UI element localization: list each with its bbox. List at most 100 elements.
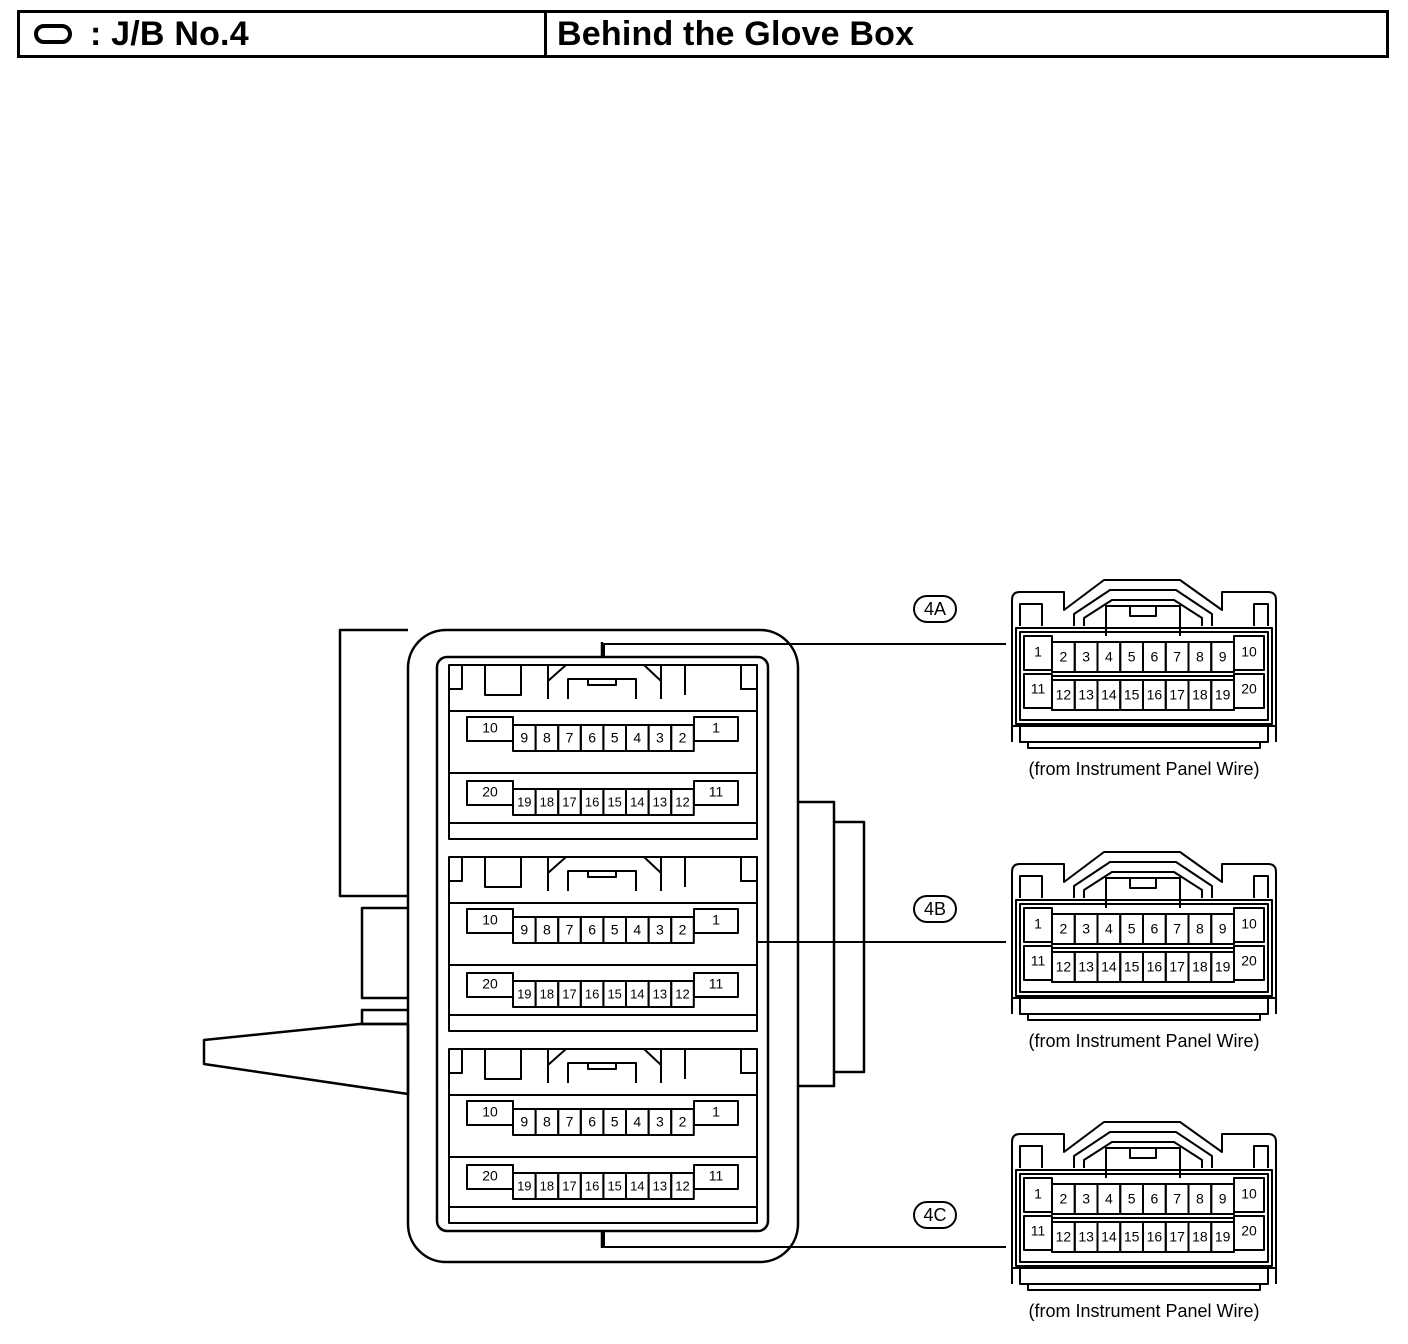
header-symbol-cell: : J/B No.4 bbox=[20, 13, 547, 55]
terminal-cell bbox=[693, 972, 739, 998]
terminal-number: 6 bbox=[588, 922, 596, 938]
terminal-number: 13 bbox=[1078, 959, 1094, 975]
terminal-number: 16 bbox=[1147, 687, 1163, 703]
terminal-number: 3 bbox=[1082, 1191, 1090, 1207]
terminal-number: 18 bbox=[540, 986, 554, 1001]
terminal-number: 14 bbox=[630, 1178, 644, 1193]
terminal-number: 2 bbox=[679, 730, 687, 746]
terminal-number: 11 bbox=[709, 784, 724, 800]
connector-face bbox=[1015, 1169, 1273, 1267]
terminal-number: 1 bbox=[712, 912, 720, 928]
terminal-cell bbox=[693, 716, 739, 742]
connector-caption: (from Instrument Panel Wire) bbox=[1028, 1031, 1259, 1051]
terminal-number: 14 bbox=[1101, 1229, 1117, 1245]
terminal-number: 9 bbox=[1219, 921, 1227, 937]
terminal-number: 2 bbox=[1060, 1191, 1068, 1207]
terminal-number: 8 bbox=[543, 1114, 551, 1130]
terminal-number: 17 bbox=[562, 794, 576, 809]
terminal-number: 7 bbox=[566, 1114, 574, 1130]
terminal-cell bbox=[1210, 1221, 1235, 1253]
connector-id-badge bbox=[913, 895, 957, 923]
terminal-number: 20 bbox=[1241, 1223, 1257, 1239]
terminal-number: 13 bbox=[653, 794, 667, 809]
terminal-number: 19 bbox=[1215, 959, 1231, 975]
terminal-number: 3 bbox=[656, 1114, 664, 1130]
terminal-cell bbox=[693, 1100, 739, 1126]
terminal-number: 14 bbox=[630, 794, 644, 809]
terminal-number: 9 bbox=[520, 1114, 528, 1130]
terminal-number: 19 bbox=[1215, 1229, 1231, 1245]
terminal-number: 4 bbox=[633, 730, 641, 746]
socket-latch bbox=[449, 664, 757, 699]
location-label: Behind the Glove Box bbox=[557, 14, 915, 53]
terminal-cell bbox=[1210, 1183, 1235, 1215]
header-location-cell: Behind the Glove Box bbox=[547, 13, 1386, 55]
terminal-cell bbox=[693, 1164, 739, 1190]
terminal-number: 20 bbox=[482, 1168, 498, 1184]
terminal-number: 8 bbox=[543, 730, 551, 746]
connector-housing bbox=[1011, 579, 1277, 742]
terminal-number: 19 bbox=[517, 986, 531, 1001]
terminal-number: 17 bbox=[562, 986, 576, 1001]
terminal-number: 1 bbox=[1034, 1186, 1042, 1202]
connector-latch bbox=[1019, 1131, 1269, 1178]
terminal-number: 4 bbox=[633, 1114, 641, 1130]
terminal-number: 8 bbox=[543, 922, 551, 938]
connector-latch bbox=[1019, 589, 1269, 636]
terminal-number: 13 bbox=[653, 1178, 667, 1193]
terminal-number: 13 bbox=[1078, 687, 1094, 703]
terminal-number: 1 bbox=[712, 1104, 720, 1120]
terminal-number: 12 bbox=[1056, 959, 1072, 975]
terminal-number: 5 bbox=[611, 922, 619, 938]
terminal-number: 17 bbox=[1169, 687, 1185, 703]
terminal-number: 11 bbox=[1031, 953, 1046, 969]
terminal-number: 6 bbox=[1151, 921, 1159, 937]
terminal-number: 19 bbox=[517, 1178, 531, 1193]
terminal-number: 4 bbox=[1105, 1191, 1113, 1207]
header-bar: : J/B No.4 Behind the Glove Box bbox=[17, 10, 1389, 58]
terminal-number: 14 bbox=[1101, 687, 1117, 703]
terminal-number: 6 bbox=[588, 730, 596, 746]
connector-base bbox=[1012, 997, 1276, 1021]
terminal-number: 17 bbox=[1169, 959, 1185, 975]
terminal-number: 11 bbox=[709, 976, 724, 992]
terminal-number: 3 bbox=[656, 922, 664, 938]
terminal-number: 12 bbox=[675, 1178, 689, 1193]
terminal-number: 10 bbox=[1241, 644, 1257, 660]
terminal-number: 11 bbox=[1031, 1223, 1046, 1239]
terminal-number: 15 bbox=[1124, 1229, 1140, 1245]
terminal-number: 19 bbox=[1215, 687, 1231, 703]
terminal-number: 17 bbox=[562, 1178, 576, 1193]
terminal-number: 6 bbox=[588, 1114, 596, 1130]
socket-latch bbox=[449, 856, 757, 891]
terminal-number: 12 bbox=[675, 986, 689, 1001]
terminal-number: 1 bbox=[1034, 644, 1042, 660]
terminal-number: 18 bbox=[540, 1178, 554, 1193]
terminal-number: 4 bbox=[1105, 649, 1113, 665]
connector-caption: (from Instrument Panel Wire) bbox=[1028, 1301, 1259, 1321]
terminal-number: 7 bbox=[1173, 649, 1181, 665]
terminal-number: 19 bbox=[517, 794, 531, 809]
terminal-number: 1 bbox=[712, 720, 720, 736]
connector-id-badge bbox=[913, 595, 957, 623]
terminal-number: 2 bbox=[679, 922, 687, 938]
terminal-number: 18 bbox=[540, 794, 554, 809]
terminal-cell bbox=[693, 780, 739, 806]
terminal-number: 10 bbox=[482, 1104, 498, 1120]
terminal-number: 3 bbox=[656, 730, 664, 746]
terminal-number: 4 bbox=[1105, 921, 1113, 937]
terminal-number: 10 bbox=[482, 720, 498, 736]
terminal-number: 5 bbox=[611, 730, 619, 746]
terminal-number: 16 bbox=[585, 986, 599, 1001]
connector-base bbox=[1012, 725, 1276, 749]
terminal-number: 18 bbox=[1192, 687, 1208, 703]
junction-block-title: : J/B No.4 bbox=[90, 14, 249, 53]
terminal-cell bbox=[693, 908, 739, 934]
connector-latch bbox=[1019, 861, 1269, 908]
terminal-cell bbox=[1210, 641, 1235, 673]
